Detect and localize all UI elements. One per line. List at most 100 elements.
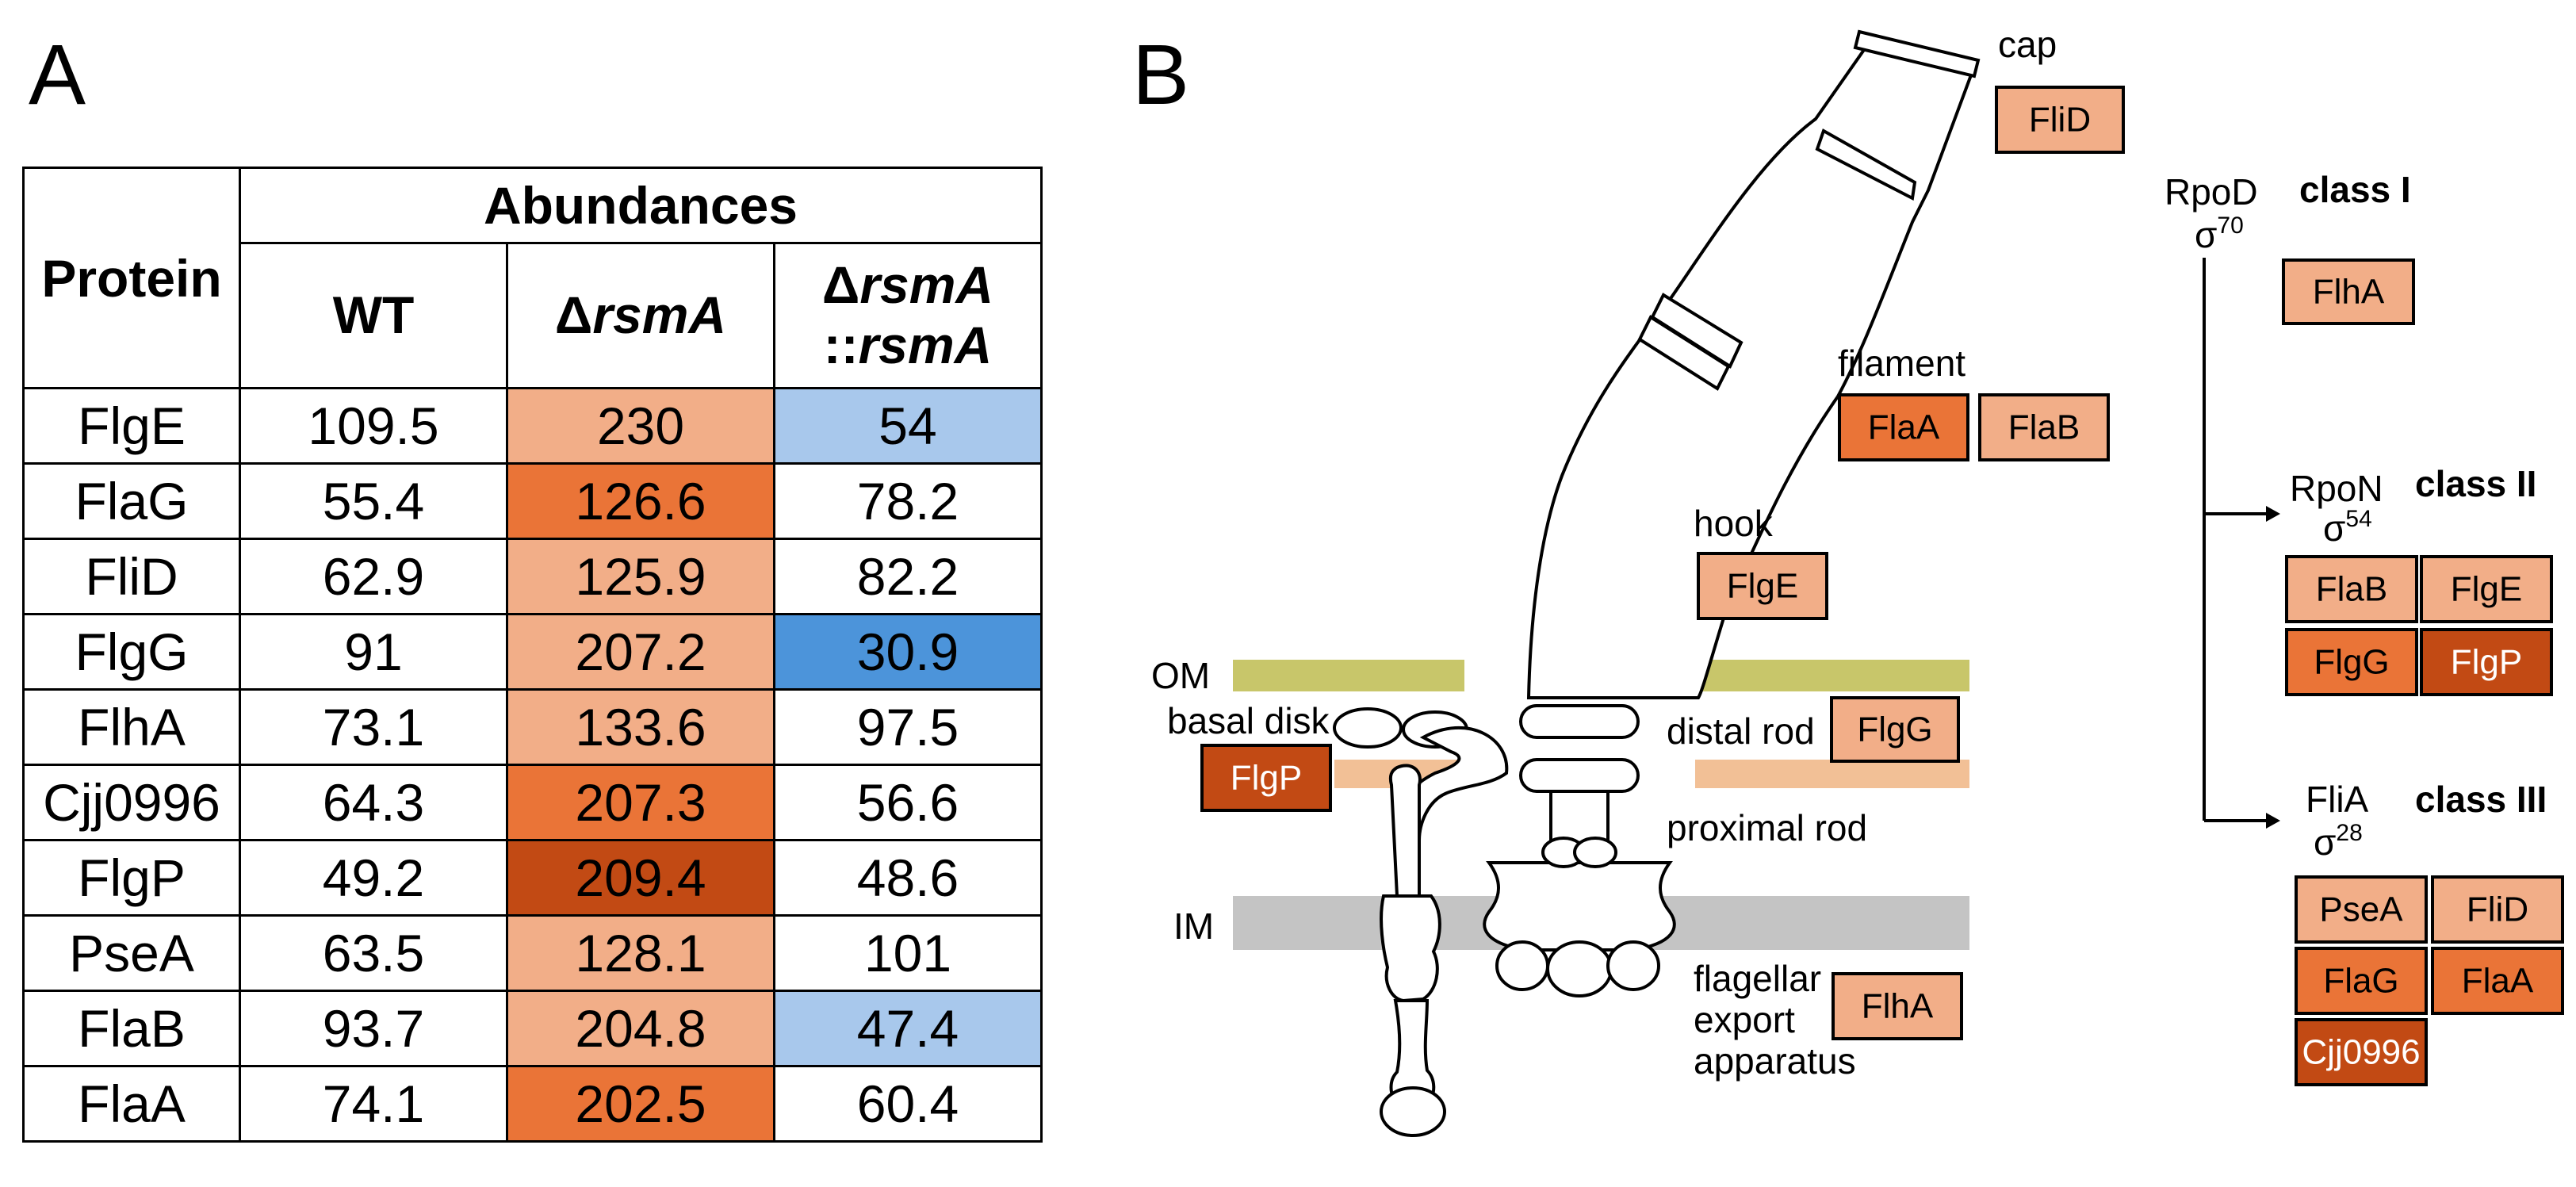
protein-cell: FlaG	[22, 462, 241, 540]
protein-header: Protein	[22, 167, 241, 389]
abundance-cell: 126.6	[506, 462, 775, 540]
protein-box-label: FlgE	[1727, 567, 1798, 606]
filament-tube	[1526, 45, 1974, 699]
protein-box-fill	[2420, 628, 2553, 696]
protein-cell: FlgP	[22, 839, 241, 917]
protein-box-fill	[2295, 875, 2428, 944]
abundance-cell: 204.8	[506, 990, 775, 1067]
hook-label: hook	[1694, 503, 1774, 544]
protein-box: FlgP	[1200, 744, 1332, 812]
panel-label-b: B	[1132, 26, 1190, 122]
protein-box-label: FliD	[2029, 101, 2091, 140]
flia-name: FliA	[2306, 779, 2369, 820]
protein-cell: FliD	[22, 538, 241, 615]
condition-header-1: WT	[239, 242, 508, 389]
protein-box-fill	[2295, 1018, 2428, 1086]
export-lobe	[1546, 940, 1613, 997]
abundance-cell: 207.2	[506, 613, 775, 691]
abundance-cell: 202.5	[506, 1065, 775, 1143]
outer-membrane-band	[1233, 660, 1464, 691]
abundance-cell: 230	[506, 387, 775, 465]
protein-box-label: FliD	[2467, 890, 2528, 929]
im-label: IM	[1173, 906, 1214, 947]
condition-header-line: WT	[332, 285, 415, 345]
condition-header-line: ::rsmA	[823, 316, 993, 374]
flagellum-outline	[1333, 29, 1981, 1137]
abundance-cell: 30.9	[773, 613, 1043, 691]
flia-sigma: σ28	[2314, 820, 2363, 863]
abundances-header: Abundances	[239, 167, 1043, 244]
cap-label: cap	[1998, 24, 2057, 65]
sigma-hierarchy: RpoD σ70 class I RpoN σ54 class II FliA …	[2165, 169, 2564, 1086]
abundance-cell: 128.1	[506, 914, 775, 992]
protein-cell: Cjj0996	[22, 764, 241, 841]
protein-box-label: FlaB	[2008, 408, 2080, 447]
structure-protein-boxes: FliD FlaA FlaB FlgE FlgG FlgP FlhA	[1200, 86, 2125, 1040]
abundance-cell: 49.2	[239, 839, 508, 917]
peptidoglycan-band	[1695, 760, 1969, 788]
protein-box: FlgG	[1830, 696, 1960, 763]
abundance-cell: 101	[773, 914, 1043, 992]
arrowhead-flia	[2266, 813, 2280, 829]
p-ring	[1519, 758, 1640, 793]
export-label-line1: flagellar	[1694, 958, 1821, 999]
basal-disk-arm	[1395, 726, 1509, 842]
protein-box-label: FlgG	[1857, 710, 1932, 749]
rpod-sigma: σ70	[2195, 213, 2244, 255]
condition-header-line: ΔrsmA	[821, 255, 994, 315]
ms-ring	[1483, 861, 1676, 952]
proximal-rod-label: proximal rod	[1667, 807, 1867, 848]
protein-box-label: PseA	[2319, 890, 2403, 929]
abundance-cell: 74.1	[239, 1065, 508, 1143]
protein-box-label: FlhA	[1862, 987, 1934, 1026]
sigma-symbol: σ	[2314, 821, 2336, 863]
protein-box: FlgP	[2420, 628, 2553, 696]
protein-box: FlgG	[2285, 628, 2418, 696]
protein-box-fill	[2431, 947, 2564, 1015]
protein-box-label: FlaA	[2462, 962, 2534, 1001]
export-label-line2: export	[1694, 999, 1795, 1040]
protein-box: FlgE	[2420, 555, 2553, 623]
protein-box-fill	[1832, 972, 1963, 1040]
protein-box-fill	[1995, 86, 2125, 154]
sigma-superscript: 54	[2345, 506, 2371, 532]
hook-ring	[1637, 315, 1731, 391]
protein-box-label: FlgP	[2451, 643, 2522, 682]
abundance-cell: 55.4	[239, 462, 508, 540]
protein-box-fill	[2285, 555, 2418, 623]
class-i-label: class I	[2299, 169, 2411, 210]
protein-box-fill	[1838, 393, 1969, 461]
condition-header-3: ΔrsmA::rsmA	[773, 242, 1043, 389]
abundance-cell: 207.3	[506, 764, 775, 841]
protein-box-label: FlgG	[2314, 643, 2389, 682]
abundance-cell: 93.7	[239, 990, 508, 1067]
protein-box-label: FlgE	[2451, 570, 2522, 609]
basal-disk-arm	[1388, 764, 1422, 898]
class-ii-label: class II	[2415, 463, 2536, 504]
protein-box-fill	[1978, 393, 2110, 461]
abundance-cell: 209.4	[506, 839, 775, 917]
protein-cell: FlaB	[22, 990, 241, 1067]
protein-box-label: FlaB	[2316, 570, 2387, 609]
sigma-superscript: 70	[2217, 213, 2243, 239]
protein-cell: FlhA	[22, 688, 241, 766]
protein-box-label: FlhA	[2313, 273, 2385, 312]
rpod-name: RpoD	[2165, 171, 2258, 213]
protein-box-fill	[2431, 875, 2564, 944]
protein-box: FlaA	[1838, 393, 1969, 461]
protein-box-fill	[1697, 552, 1828, 620]
abundance-cell: 73.1	[239, 688, 508, 766]
abundance-cell: 78.2	[773, 462, 1043, 540]
filament-junction	[1815, 128, 1917, 201]
protein-box: FlaG	[2295, 947, 2428, 1015]
protein-box-fill	[2420, 555, 2553, 623]
condition-header-2: ΔrsmA	[506, 242, 775, 389]
